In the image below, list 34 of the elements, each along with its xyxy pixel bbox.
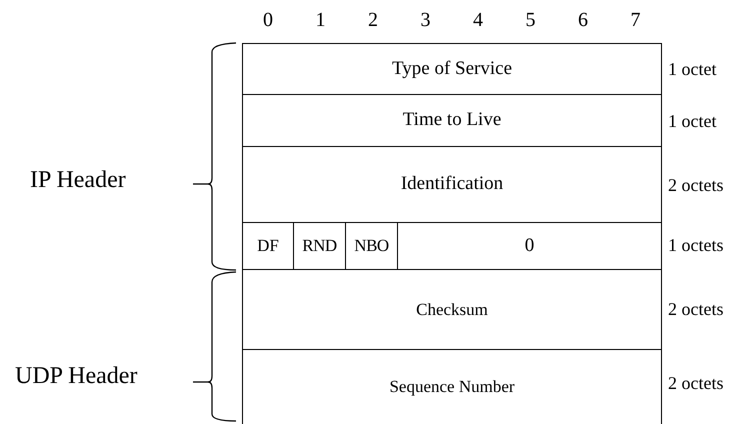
bit-number: 1	[314, 10, 326, 30]
field-cell	[242, 95, 662, 147]
field-size: 2 octets	[668, 176, 724, 194]
field-cell	[242, 223, 294, 270]
field-size: 1 octet	[668, 112, 716, 130]
bit-number: 3	[420, 10, 432, 30]
field-size: 2 octets	[668, 374, 724, 392]
header-label: UDP Header	[15, 364, 138, 388]
field-name: Checksum	[416, 298, 488, 321]
field-cell	[242, 147, 662, 223]
field-name: Identification	[400, 172, 504, 196]
field-cell	[294, 223, 346, 270]
bit-number: 7	[630, 10, 642, 30]
field-cell	[398, 223, 662, 270]
field-size: 1 octet	[668, 60, 716, 78]
field-name: RND	[302, 235, 337, 258]
field-name: 0	[524, 234, 534, 258]
field-cell	[242, 43, 662, 95]
bit-number: 4	[472, 10, 484, 30]
field-cell	[346, 223, 398, 270]
field-size: 2 octets	[668, 300, 724, 318]
bit-number: 6	[577, 10, 589, 30]
bit-number: 0	[262, 10, 274, 30]
field-cell	[242, 270, 662, 350]
bit-number: 2	[367, 10, 379, 30]
field-name: Type of Service	[392, 56, 512, 81]
field-size: 1 octets	[668, 236, 724, 254]
header-label: IP Header	[30, 168, 126, 192]
bit-number: 5	[524, 10, 536, 30]
field-name: Time to Live	[402, 108, 502, 132]
field-name: DF	[257, 235, 279, 258]
field-name: NBO	[354, 235, 389, 258]
field-cell	[242, 350, 662, 424]
field-name: Sequence Number	[389, 376, 515, 398]
